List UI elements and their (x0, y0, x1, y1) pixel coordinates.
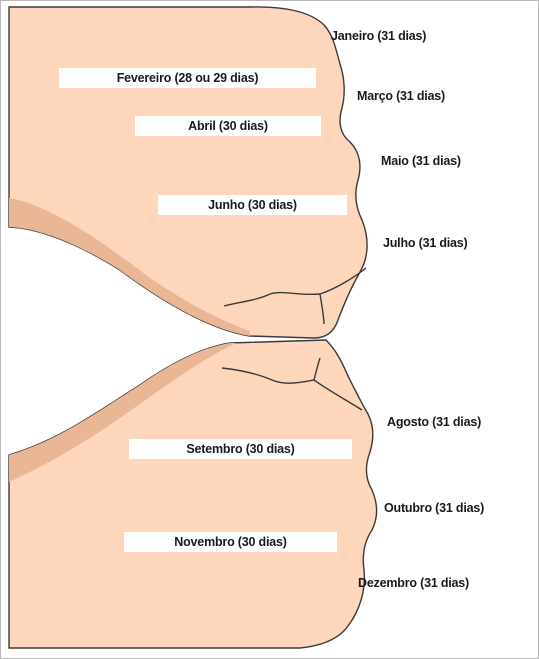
label-abril: Abril (30 dias) (135, 116, 321, 136)
label-outubro: Outubro (31 dias) (384, 500, 484, 516)
label-janeiro: Janeiro (31 dias) (331, 28, 426, 44)
label-maio: Maio (31 dias) (381, 153, 461, 169)
lower-fist (9, 340, 377, 648)
label-novembro: Novembro (30 dias) (124, 532, 337, 552)
label-junho: Junho (30 dias) (158, 195, 347, 215)
label-setembro: Setembro (30 dias) (129, 439, 352, 459)
label-agosto: Agosto (31 dias) (387, 414, 481, 430)
upper-fist (9, 7, 367, 338)
label-julho: Julho (31 dias) (383, 235, 468, 251)
label-dezembro: Dezembro (31 dias) (358, 575, 469, 591)
label-fevereiro: Fevereiro (28 ou 29 dias) (59, 68, 316, 88)
label-marco: Março (31 dias) (357, 88, 445, 104)
